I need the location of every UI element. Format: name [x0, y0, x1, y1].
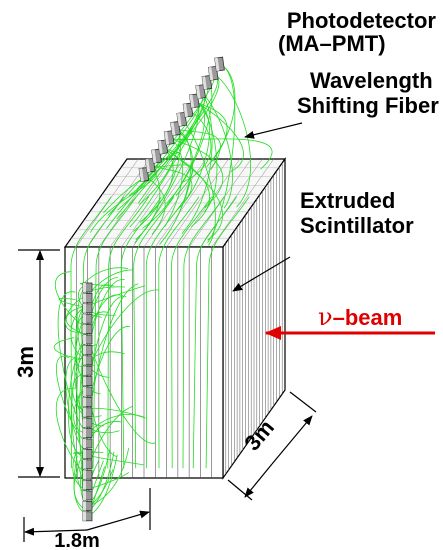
- pmt-module-highlight: [83, 345, 86, 355]
- pmt-module-highlight: [83, 407, 86, 417]
- pmt-module-highlight: [83, 387, 86, 396]
- pmt-module-highlight: [214, 57, 220, 72]
- pmt-module-highlight: [151, 149, 157, 164]
- pmt-module-highlight: [157, 140, 163, 154]
- pmt-module-highlight: [83, 303, 86, 313]
- pmt-module-highlight: [83, 314, 86, 324]
- pmt-module-highlight: [83, 439, 86, 448]
- pmt-module-highlight: [83, 355, 86, 365]
- fiber-pointer-arrow: [244, 122, 303, 139]
- width-dimension: [23, 488, 151, 542]
- pmt-module-highlight: [83, 470, 86, 480]
- pmt-module-highlight: [83, 293, 86, 303]
- fiber-line: [142, 101, 205, 229]
- beam-nu-symbol: ν: [318, 303, 333, 331]
- fiber-line: [145, 196, 187, 469]
- scintillator-pointer-arrow: [232, 256, 291, 292]
- fiber-line: [133, 196, 175, 469]
- fiber-line: [107, 196, 149, 469]
- height-dimension: [18, 249, 60, 478]
- pmt-module-highlight: [202, 76, 207, 90]
- fiber-line: [120, 196, 162, 469]
- pmt-module-highlight: [139, 168, 144, 182]
- pmt-module-highlight: [83, 459, 86, 469]
- pmt-module-highlight: [83, 501, 86, 511]
- fiber-line: [168, 137, 273, 170]
- fiber-line: [83, 196, 124, 469]
- pmt-module-highlight: [145, 159, 151, 173]
- pmt-module-highlight: [83, 397, 86, 407]
- pmt-module-highlight: [83, 480, 86, 490]
- depth-dimension: [227, 391, 317, 501]
- beam-label: ν–beam: [318, 303, 402, 331]
- pmt-module-highlight: [208, 67, 214, 81]
- fiber-line: [183, 110, 212, 183]
- pmt-module-highlight: [83, 283, 86, 292]
- fiber-line: [207, 64, 236, 243]
- fiber-line: [200, 91, 233, 209]
- pmt-module-highlight: [164, 131, 170, 145]
- fiber-line: [162, 147, 210, 227]
- pmt-module-highlight: [83, 491, 86, 500]
- pmt-module-highlight: [83, 366, 86, 376]
- fiber-line: [158, 196, 200, 469]
- fiber-line: [54, 271, 89, 328]
- scintillator-sublabel: Scintillator: [300, 213, 414, 238]
- pmt-module-highlight: [83, 428, 86, 438]
- fiber-sublabel: Shifting Fiber: [297, 93, 439, 118]
- pmt-module-highlight: [183, 103, 188, 118]
- pmt-module-highlight: [83, 376, 86, 386]
- fiber-line: [194, 101, 218, 212]
- scintillator-label: Extruded: [300, 188, 395, 213]
- pmt-module-highlight: [195, 85, 201, 99]
- beam-text: –beam: [333, 305, 403, 330]
- photodetector-sublabel: (MA–PMT): [278, 31, 386, 56]
- fiber-line: [205, 196, 250, 469]
- fiber-line: [129, 82, 209, 228]
- pmt-module-highlight: [83, 449, 86, 459]
- fiber-line: [116, 73, 219, 220]
- pmt-module-highlight: [83, 511, 86, 521]
- fiber-line: [85, 316, 156, 444]
- fiber-line: [92, 196, 137, 469]
- fiber-label: Wavelength: [310, 68, 433, 93]
- fiber-line: [182, 196, 225, 469]
- pmt-module-highlight: [176, 113, 182, 127]
- fiber-line: [57, 291, 89, 433]
- fiber-line: [70, 196, 112, 469]
- photodetector-modules-side: [82, 282, 93, 522]
- photodetector-modules-top: [138, 56, 225, 182]
- pmt-module-highlight: [83, 418, 86, 428]
- fiber-line: [194, 101, 228, 162]
- height-dimension-label: 3m: [13, 346, 38, 378]
- fiber-line: [192, 196, 237, 469]
- fiber-line: [170, 196, 212, 469]
- pmt-module-highlight: [170, 122, 176, 136]
- pmt-module-highlight: [189, 94, 195, 108]
- pmt-module-highlight: [83, 335, 86, 344]
- photodetector-label: Photodetector: [287, 8, 437, 33]
- fiber-line: [168, 137, 223, 208]
- fiber-line: [159, 128, 192, 245]
- width-dimension-label: 1.8m: [54, 530, 100, 550]
- pmt-module-highlight: [83, 324, 86, 334]
- side-strip-lines: [225, 163, 283, 474]
- fiber-line: [206, 64, 236, 167]
